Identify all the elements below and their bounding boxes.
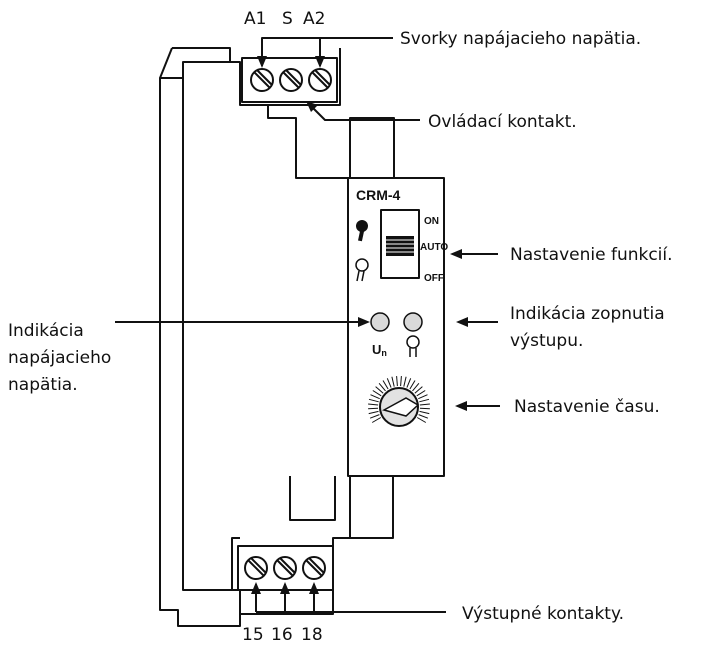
dial-tick: [403, 376, 407, 387]
arrow-icon: [257, 56, 267, 68]
housing-bottom-neck: [289, 476, 394, 539]
callout-supply-terminals: Svorky napájacieho napätia.: [400, 29, 641, 49]
terminal-label-15: 15: [242, 625, 264, 645]
dial-tick: [368, 398, 379, 403]
bulb-off-icon: [406, 335, 420, 357]
dial-tick: [375, 386, 384, 394]
screw-icon: [250, 68, 274, 92]
dial-tick: [416, 390, 426, 397]
callout-output-indication-line-2: výstupu.: [510, 331, 583, 351]
switch-label-on: ON: [424, 216, 439, 227]
arrow-icon: [456, 317, 468, 327]
front-panel: [347, 177, 445, 477]
housing-left-bevel: [159, 47, 173, 79]
relay-housing: [159, 47, 445, 627]
callout-supply-indication-line-1: Indikácia: [8, 321, 84, 341]
dial-tick: [418, 414, 429, 419]
bottom-terminal-leaders: [251, 582, 446, 613]
dial-tick: [369, 414, 380, 419]
dial-tick: [406, 378, 412, 388]
dial-tick: [372, 390, 382, 397]
arrow-icon: [306, 101, 318, 112]
dial-tick: [418, 394, 428, 400]
dial-tick: [400, 376, 402, 387]
screw-icon: [308, 68, 332, 92]
switch-label-auto: AUTO: [420, 242, 448, 253]
screw-icon: [244, 556, 268, 580]
arrow-icon: [309, 582, 319, 594]
housing-top-neck: [267, 105, 395, 179]
switch-label-off: OFF: [424, 273, 444, 284]
dial-tick: [368, 410, 379, 415]
dial-tick: [416, 417, 427, 423]
dial-tick: [382, 380, 389, 390]
dial-tick: [419, 403, 430, 406]
terminal-label-16: 16: [271, 625, 293, 645]
arrow-icon: [450, 249, 462, 259]
function-switch[interactable]: [380, 209, 420, 279]
dial-tick: [414, 386, 423, 394]
arrow-icon: [315, 56, 325, 68]
arrow-icon: [251, 582, 261, 594]
terminal-label-a1: A1: [244, 9, 266, 29]
function-switch-slider[interactable]: [386, 236, 414, 256]
callout-leaders: [115, 249, 500, 411]
callout-texts: Svorky napájacieho napätia. Ovládací kon…: [8, 29, 673, 624]
top-terminal-leaders: [257, 37, 420, 121]
callout-output-contacts: Výstupné kontakty.: [462, 604, 624, 624]
dial-tick: [419, 398, 430, 403]
bulb-on-icon: [356, 220, 368, 242]
callout-time-setting: Nastavenie času.: [514, 397, 660, 417]
dial-pointer: [382, 397, 420, 417]
callout-supply-indication-line-3: napätia.: [8, 375, 78, 395]
dial-tick: [396, 376, 398, 387]
housing-top-block: [229, 48, 341, 106]
screw-icon: [273, 556, 297, 580]
bulb-off-icon: [355, 258, 369, 282]
supply-led-label: Un: [372, 342, 387, 358]
dial-tick: [409, 380, 416, 390]
arrow-icon: [455, 401, 467, 411]
dial-tick: [412, 382, 420, 392]
arrow-icon: [358, 317, 370, 327]
top-screws: [250, 68, 332, 92]
terminal-label-18: 18: [301, 625, 323, 645]
screw-icon: [279, 68, 303, 92]
front-panel-contents: CRM-4 ON AUTO OFF Un: [355, 187, 448, 427]
dial-tick: [419, 410, 430, 415]
dial-tick: [391, 376, 395, 387]
dial-tick: [419, 407, 430, 410]
dial-tick: [370, 394, 380, 400]
terminal-label-s: S: [282, 9, 293, 29]
housing-body-outline: [182, 62, 240, 591]
callout-output-indication-line-1: Indikácia zopnutia: [510, 304, 665, 324]
dial-tick: [368, 403, 379, 406]
housing-left-profile: [159, 47, 241, 627]
time-dial[interactable]: [368, 376, 430, 427]
leader-a1-a2: [261, 37, 321, 66]
terminal-label-a2: A2: [303, 9, 325, 29]
arrow-icon: [280, 582, 290, 594]
bottom-screws: [244, 556, 326, 580]
output-led: [403, 312, 423, 332]
callout-control-contact: Ovládací kontakt.: [428, 112, 577, 132]
dial-tick: [378, 382, 386, 392]
callout-supply-indication-line-2: napájacieho: [8, 348, 111, 368]
top-terminal-labels: A1 S A2: [244, 9, 325, 29]
dial-tick: [368, 407, 379, 410]
screw-icon: [302, 556, 326, 580]
callout-function-setting: Nastavenie funkcií.: [510, 245, 673, 265]
supply-led: [370, 312, 390, 332]
top-terminal-block: [241, 57, 338, 103]
dial-tick: [386, 378, 392, 388]
dial-tick-marks: [368, 376, 430, 423]
dial-tick: [371, 417, 382, 423]
bottom-terminal-labels: 15 16 18: [242, 625, 323, 645]
model-label: CRM-4: [356, 187, 401, 203]
